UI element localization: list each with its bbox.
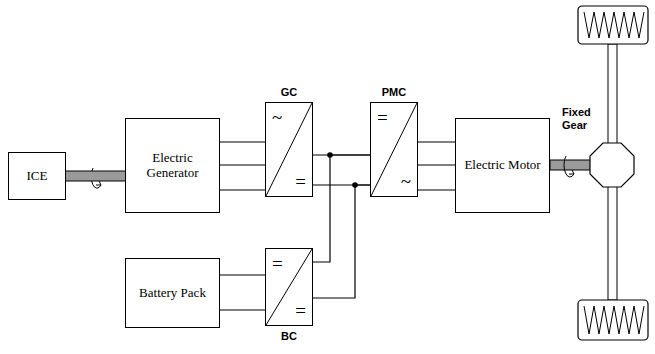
motor-shaft xyxy=(550,160,592,170)
wire xyxy=(220,189,265,190)
axle xyxy=(608,182,617,300)
wire xyxy=(220,141,265,142)
wire xyxy=(220,309,265,310)
wire xyxy=(418,164,455,165)
diagonal-line xyxy=(266,249,312,325)
wire-connector xyxy=(313,155,370,185)
engine-box: ICE xyxy=(8,152,66,200)
wire xyxy=(220,164,265,165)
motor-box: Electric Motor xyxy=(455,118,550,213)
wire-connector xyxy=(418,142,455,190)
wire-connector xyxy=(220,275,265,310)
converter-symbol: = xyxy=(272,254,283,273)
wire xyxy=(220,274,265,275)
converter-symbol: = xyxy=(295,301,306,320)
converter-symbol: ~ xyxy=(401,172,411,191)
node-label: Battery Pack xyxy=(139,286,206,301)
converter-symbol: = xyxy=(295,172,306,191)
converter-box: ==BC xyxy=(265,248,313,326)
converter-name: BC xyxy=(246,330,332,342)
wire-connector xyxy=(313,155,370,298)
differential xyxy=(590,143,634,187)
diagonal-line xyxy=(371,103,417,196)
tire-tread xyxy=(584,12,644,334)
converter-name: PMC xyxy=(351,86,437,98)
converter-symbol: = xyxy=(377,108,388,127)
wire xyxy=(313,155,370,262)
wire xyxy=(418,189,455,190)
node-label: Electric Generator xyxy=(132,151,213,181)
gear-label: Fixed Gear xyxy=(562,106,598,131)
converter-name: GC xyxy=(246,86,332,98)
wire xyxy=(418,141,455,142)
rotation-arrow xyxy=(564,156,574,177)
tire xyxy=(578,300,648,340)
wire xyxy=(313,185,370,298)
generator-box: Electric Generator xyxy=(125,118,220,213)
tire xyxy=(578,6,648,44)
tread-line xyxy=(584,306,644,334)
diagonal-line xyxy=(266,103,312,196)
converter-box: PMC=~ xyxy=(370,102,418,197)
converter-symbol: ~ xyxy=(272,108,282,127)
shaft-connector xyxy=(66,176,125,177)
node-label: ICE xyxy=(27,169,48,184)
shaft-body xyxy=(66,172,125,181)
converter-box: GC~= xyxy=(265,102,313,197)
tread-line xyxy=(584,12,644,38)
wire-connector xyxy=(220,142,265,190)
shaft-outline xyxy=(66,171,125,182)
axle xyxy=(608,44,617,148)
node-label: Electric Motor xyxy=(464,158,540,173)
battery-box: Battery Pack xyxy=(125,258,220,328)
